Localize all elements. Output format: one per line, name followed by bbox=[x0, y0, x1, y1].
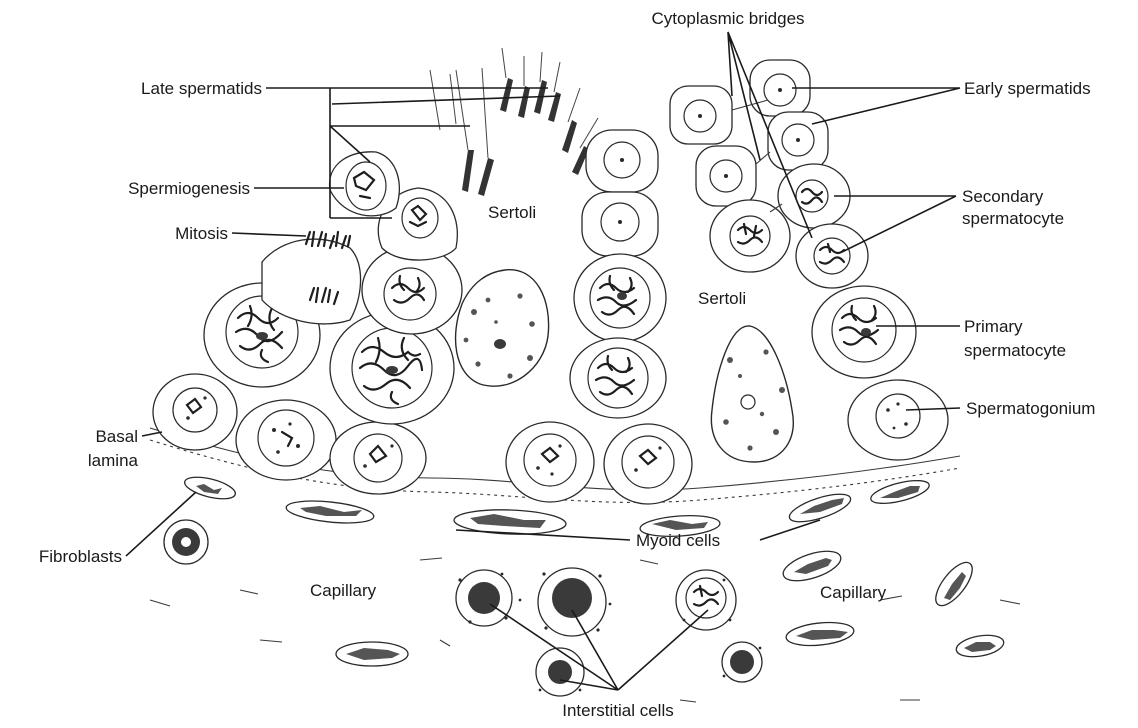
interstitial-leydig-cells bbox=[456, 568, 762, 696]
label-interstitial-cells: Interstitial cells bbox=[562, 701, 673, 720]
right-column-cells bbox=[670, 60, 948, 460]
label-basal-lamina-1: Basal bbox=[95, 427, 138, 446]
label-primary-spermatocyte-1: Primary bbox=[964, 317, 1023, 336]
sertoli-nucleus-right bbox=[711, 326, 793, 462]
label-spermatogonium: Spermatogonium bbox=[966, 399, 1095, 418]
label-sertoli-left: Sertoli bbox=[488, 203, 536, 222]
label-spermiogenesis: Spermiogenesis bbox=[128, 179, 250, 198]
label-secondary-spermatocyte-1: Secondary bbox=[962, 187, 1044, 206]
late-spermatid-heads bbox=[430, 48, 598, 196]
label-capillary-right: Capillary bbox=[820, 583, 887, 602]
label-capillary-left: Capillary bbox=[310, 581, 377, 600]
label-basal-lamina-2: lamina bbox=[88, 451, 139, 470]
label-late-spermatids: Late spermatids bbox=[141, 79, 262, 98]
label-primary-spermatocyte-2: spermatocyte bbox=[964, 341, 1066, 360]
label-myoid-cells: Myoid cells bbox=[636, 531, 720, 550]
sertoli-nucleus-left bbox=[456, 270, 549, 386]
label-early-spermatids: Early spermatids bbox=[964, 79, 1091, 98]
label-fibroblasts: Fibroblasts bbox=[39, 547, 122, 566]
label-sertoli-right: Sertoli bbox=[698, 289, 746, 308]
label-cytoplasmic-bridges: Cytoplasmic bridges bbox=[651, 9, 804, 28]
label-mitosis: Mitosis bbox=[175, 224, 228, 243]
label-secondary-spermatocyte-2: spermatocyte bbox=[962, 209, 1064, 228]
